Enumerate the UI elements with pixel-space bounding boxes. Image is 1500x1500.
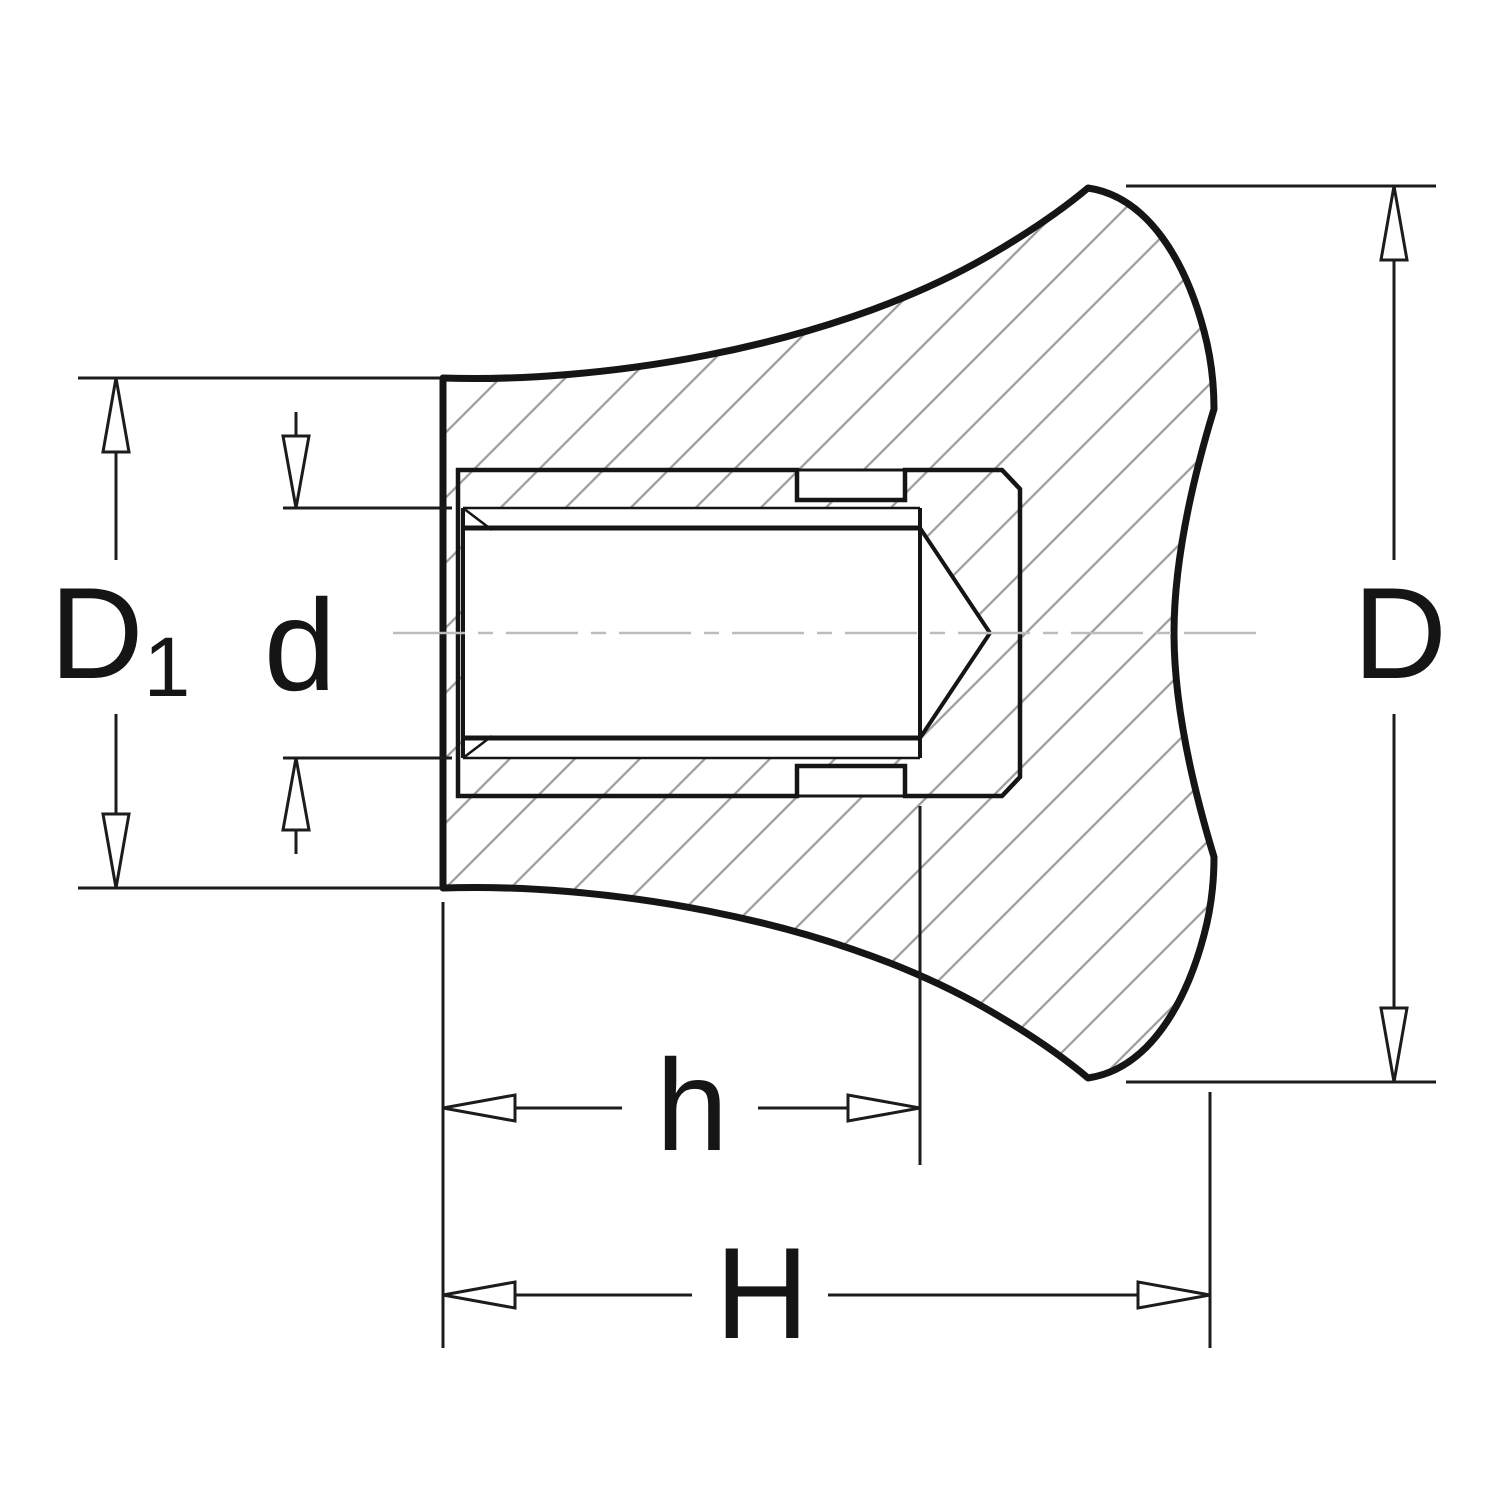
dimension-d1 (78, 376, 440, 890)
dimension-overall-h (441, 902, 1212, 1348)
arrowhead-up-icon (101, 377, 131, 454)
dimension-h (442, 806, 922, 1165)
dimension-outer-d (1126, 184, 1436, 1084)
label-d1: D1 (50, 560, 191, 714)
arrowhead-down-icon (101, 812, 131, 889)
label-d1-main: D (50, 560, 144, 706)
label-outer-d: D (1353, 560, 1447, 706)
dimensions (78, 184, 1436, 1348)
drill-cone-upper (918, 526, 992, 635)
arrowhead-left-icon (442, 1280, 517, 1310)
dimension-labels: D1 d D h H (50, 560, 1447, 1366)
label-h: h (656, 1032, 728, 1178)
label-d: d (264, 572, 336, 718)
entrance-chamfer-bottom (462, 735, 493, 759)
thread-bore-lines (461, 506, 992, 760)
label-overall-h: H (715, 1220, 809, 1366)
groove-top (797, 470, 905, 500)
drill-cone-lower (918, 631, 992, 740)
arrowhead-down-icon (281, 434, 311, 509)
arrowhead-up-icon (281, 757, 311, 832)
arrowhead-up-icon (1379, 185, 1409, 262)
arrowhead-right-icon (846, 1093, 921, 1123)
groove-bottom (797, 766, 905, 796)
entrance-chamfer-top (462, 507, 493, 531)
clearance-grooves (797, 468, 905, 798)
bushing-outline (455, 467, 1023, 799)
arrowhead-right-icon (1136, 1280, 1211, 1310)
dimension-d (281, 412, 452, 854)
label-d1-subscript: 1 (144, 620, 191, 714)
arrowhead-left-icon (442, 1093, 517, 1123)
arrowhead-down-icon (1379, 1006, 1409, 1083)
thread-bore-void (463, 508, 990, 758)
